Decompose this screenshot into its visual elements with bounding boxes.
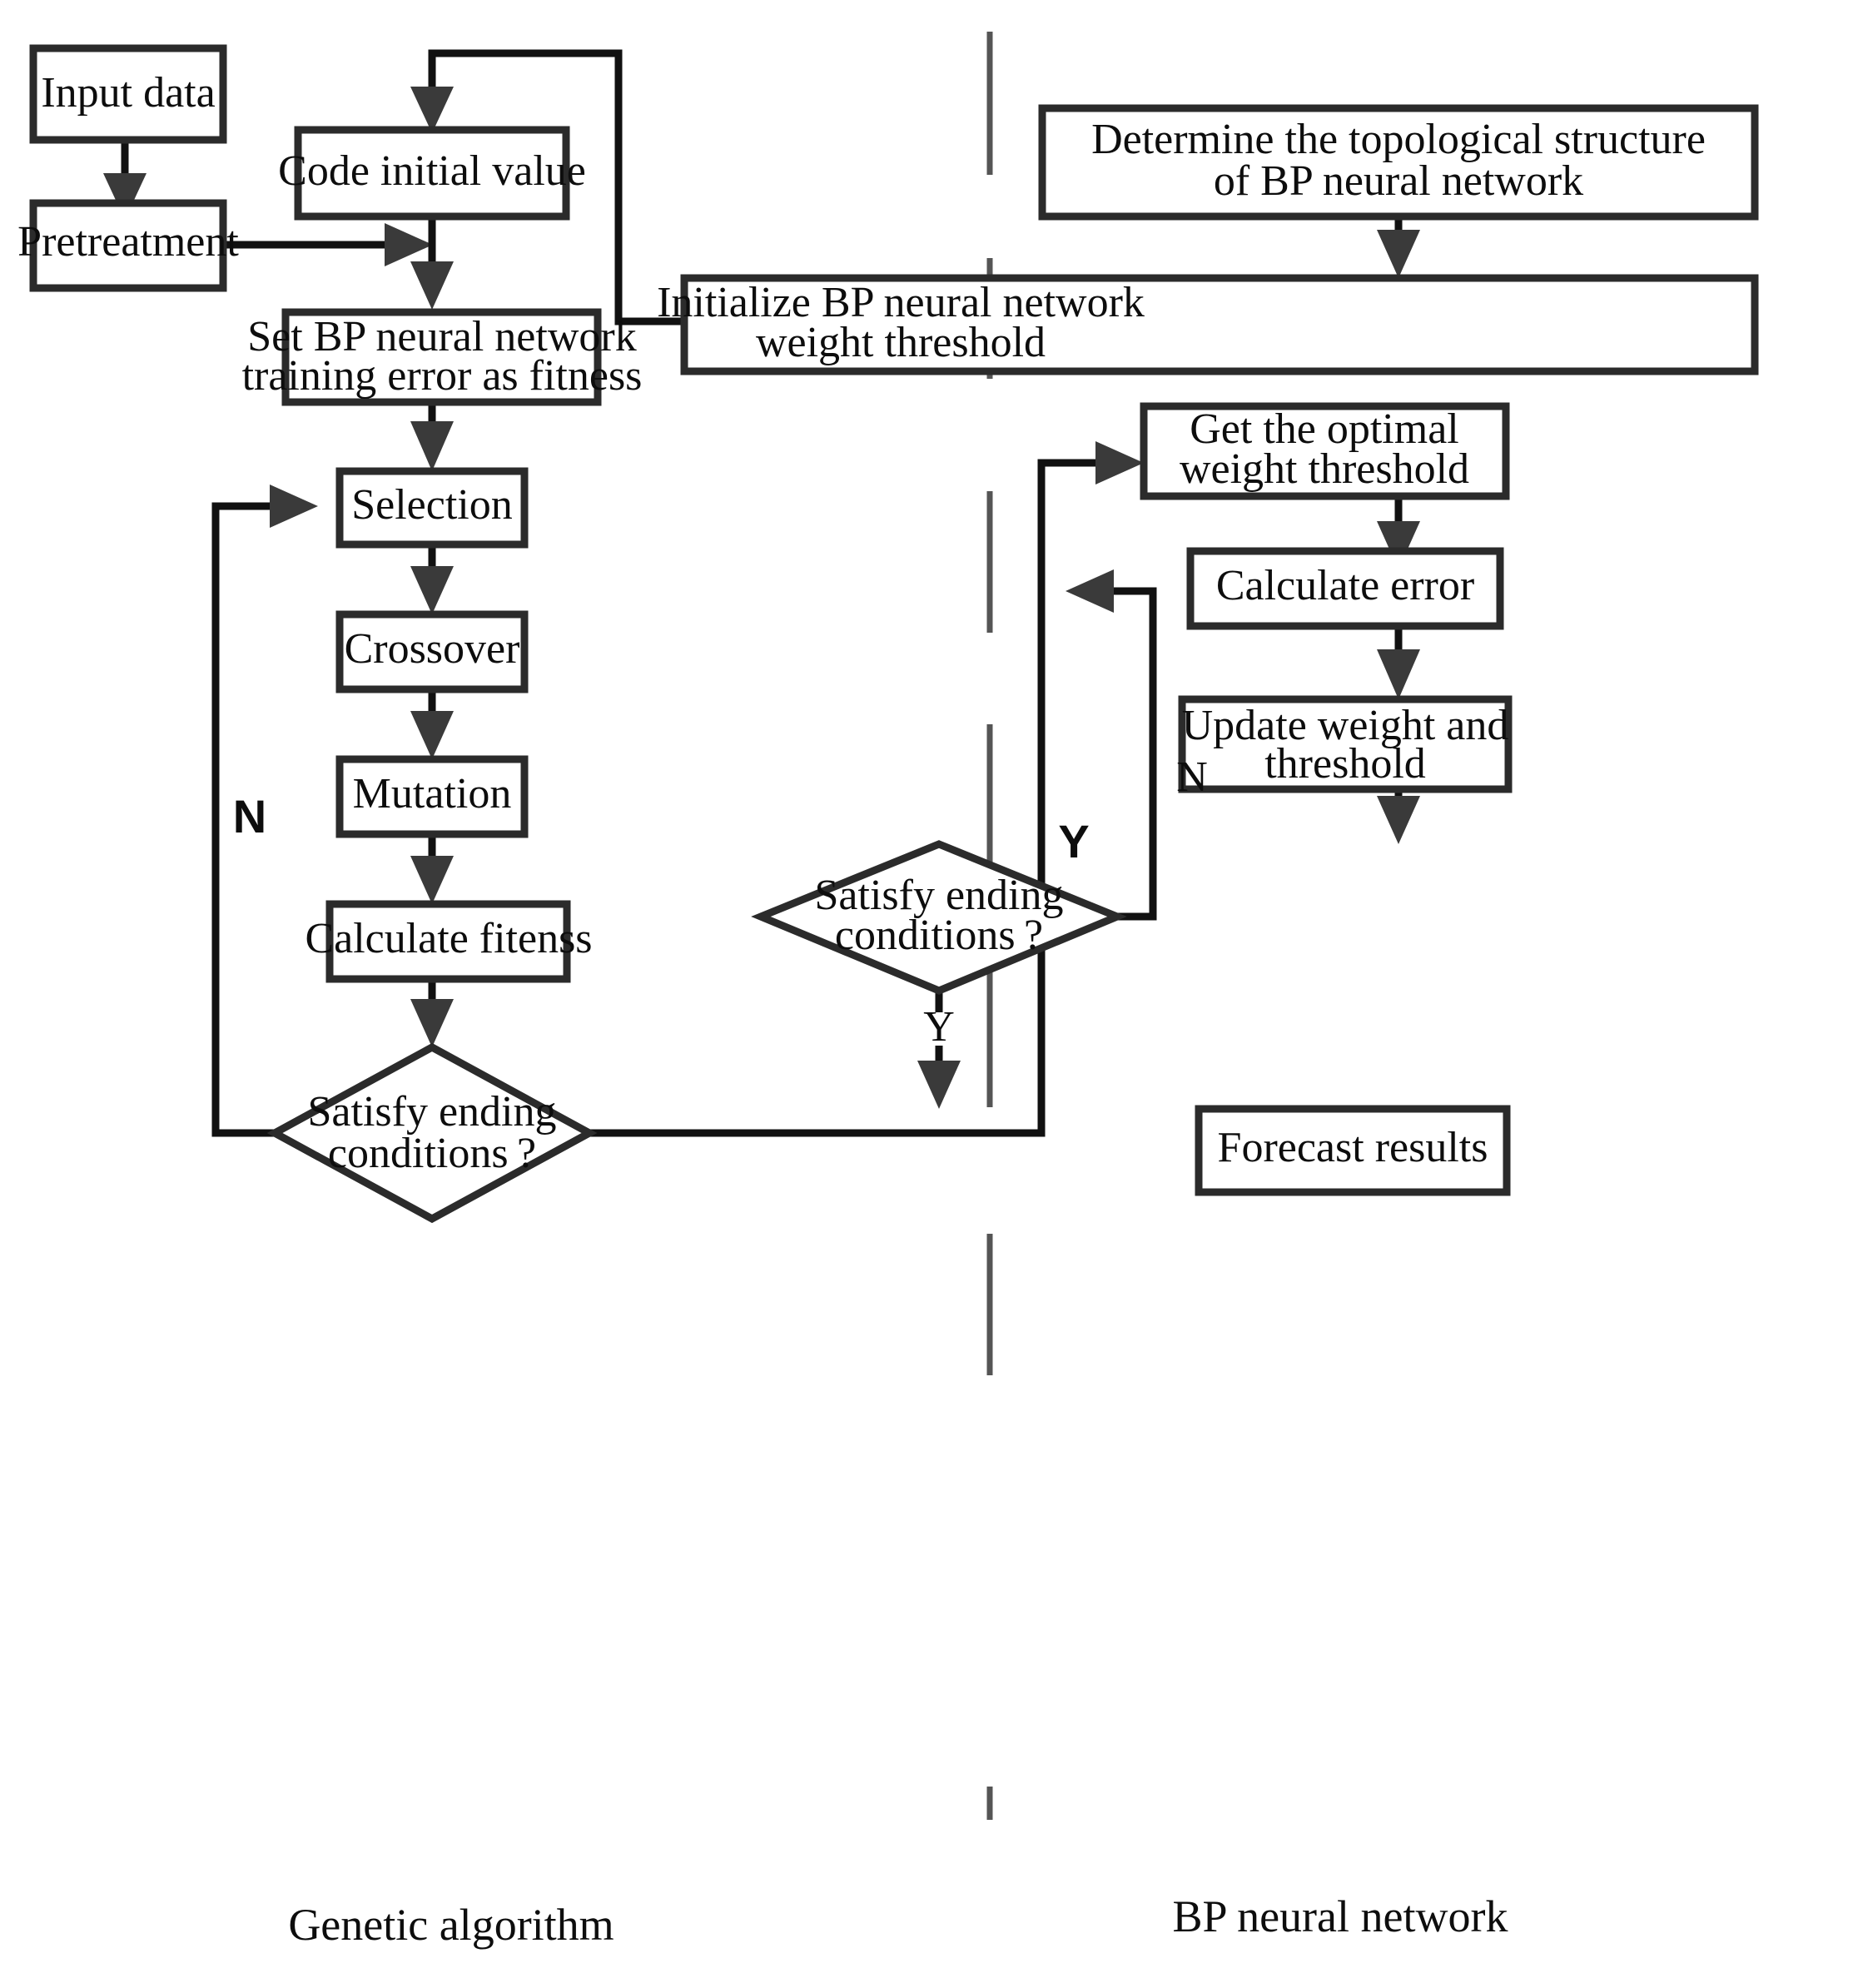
edge-crossover-to-mutation (410, 688, 454, 759)
node-pretreatment[interactable]: Pretreatment (17, 199, 239, 292)
node-input-data-line-0: Input data (41, 69, 215, 117)
node-set-bp-line-1: training error as fitness (242, 352, 643, 400)
node-set-bp-fitness[interactable]: Set BP neural network training error as … (242, 308, 643, 406)
edge-mutation-to-fitness (410, 832, 454, 904)
edge-ga-yes-to-optimal (589, 441, 1144, 1137)
node-ga-decision-line-0: Satisfy ending (308, 1088, 557, 1136)
node-get-optimal-line-0: Get the optimal (1190, 405, 1458, 453)
node-mutation[interactable]: Mutation (335, 755, 529, 838)
node-set-bp-line-0: Set BP neural network (247, 313, 636, 360)
node-update-weight[interactable]: Update weight and threshold (1178, 695, 1513, 793)
node-get-optimal[interactable]: Get the optimal weight threshold (1140, 402, 1510, 500)
edge-setbp-to-selection (410, 400, 454, 471)
node-crossover[interactable]: Crossover (335, 610, 529, 693)
node-bp-decision-line-1: conditions ? (835, 912, 1043, 959)
node-code-initial-value[interactable]: Code initial value (278, 126, 586, 221)
edge-topology-to-init (1377, 216, 1420, 278)
node-init-bp-line-0: Initialize BP neural network (657, 279, 1145, 326)
node-input-data[interactable]: Input data (29, 44, 227, 144)
node-ga-decision-line-1: conditions ? (328, 1130, 536, 1177)
edge-error-to-update (1377, 625, 1420, 699)
edge-optimal-to-error (1377, 496, 1420, 569)
edge-pretreatment-to-stem (223, 223, 433, 266)
branch-label-ga-no: N (233, 790, 266, 842)
node-selection[interactable]: Selection (335, 467, 529, 549)
node-update-weight-line-0: Update weight and (1182, 702, 1509, 749)
node-bp-decision[interactable]: Satisfy ending conditions ? (751, 840, 1127, 995)
node-determine-topology-line-0: Determine the topological structure (1091, 116, 1706, 163)
edge-fitness-to-ga-decision (410, 977, 454, 1047)
section-label-genetic-algorithm: Genetic algorithm (288, 1900, 614, 1950)
edge-code-to-setbp (410, 215, 454, 310)
node-forecast-results-line-0: Forecast results (1218, 1124, 1488, 1171)
edge-ga-no-loop (211, 485, 318, 1137)
node-bp-decision-line-0: Satisfy ending (815, 872, 1064, 919)
node-init-bp-line-1: weight threshold (756, 319, 1046, 366)
node-pretreatment-line-0: Pretreatment (17, 218, 239, 266)
node-code-initial-line-0: Code initial value (278, 147, 586, 195)
branch-label-bp-no: N (1176, 753, 1208, 801)
node-determine-topology[interactable]: Determine the topological structure of B… (1038, 104, 1759, 221)
branch-label-bp-yes: Y (923, 1003, 955, 1051)
node-forecast-results[interactable]: Forecast results (1195, 1105, 1511, 1196)
node-ga-decision[interactable]: Satisfy ending conditions ? (266, 1042, 598, 1224)
edge-bp-no-loop (1066, 569, 1157, 921)
node-init-bp-weights[interactable]: Initialize BP neural network weight thre… (657, 274, 1759, 375)
edge-input-to-pretreatment (103, 138, 147, 220)
node-crossover-line-0: Crossover (345, 625, 520, 673)
node-calculate-fitness-line-0: Calculate fitenss (305, 915, 592, 962)
node-selection-line-0: Selection (351, 481, 513, 529)
node-get-optimal-line-1: weight threshold (1180, 445, 1469, 493)
branch-label-ga-yes: Y (1058, 815, 1089, 867)
node-determine-topology-line-1: of BP neural network (1214, 157, 1583, 205)
edge-init-weights-feedback (410, 49, 684, 326)
node-update-weight-line-1: threshold (1264, 740, 1426, 788)
node-calculate-error-line-0: Calculate error (1216, 562, 1474, 609)
node-calculate-fitness[interactable]: Calculate fitenss (305, 900, 593, 983)
node-mutation-line-0: Mutation (353, 770, 512, 818)
node-calculate-error[interactable]: Calculate error (1186, 547, 1504, 630)
section-label-bp-neural-network: BP neural network (1173, 1891, 1508, 1941)
edge-selection-to-crossover (410, 543, 454, 614)
